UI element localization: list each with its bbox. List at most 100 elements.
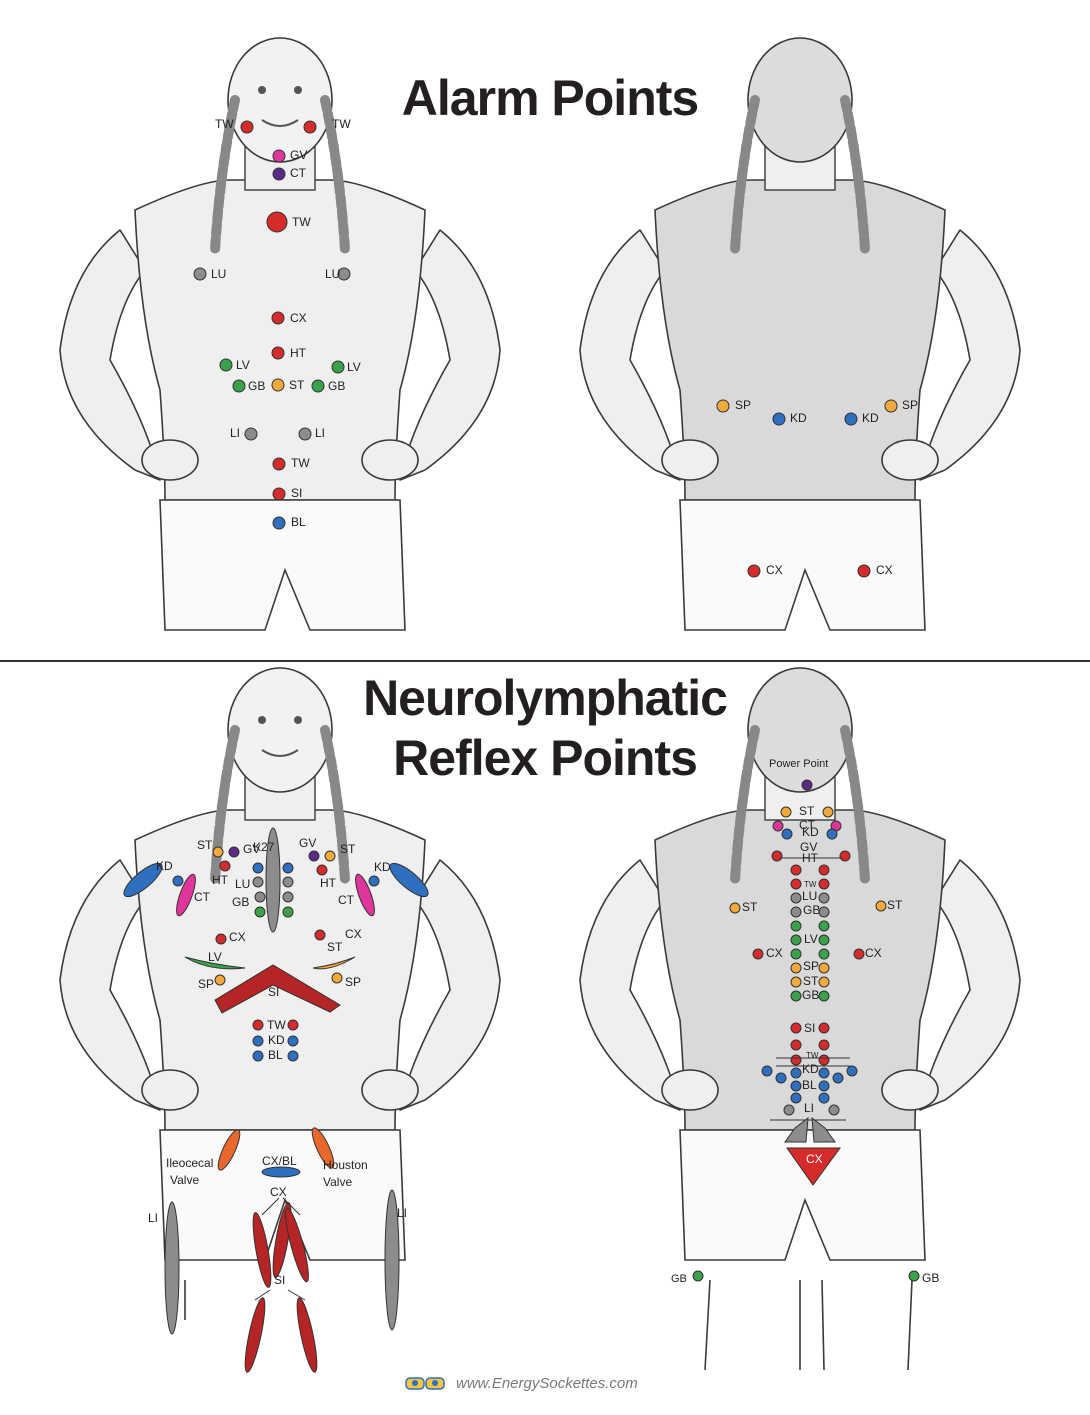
neuro-back-dot-32 xyxy=(790,1054,802,1066)
neuro-front-6-point xyxy=(219,860,231,872)
right-arm xyxy=(919,229,1021,481)
alarm-front-5-label: LU xyxy=(211,267,226,281)
right-braid xyxy=(320,725,350,885)
left-eye xyxy=(258,86,266,94)
neuro-back-dot-38 xyxy=(832,1072,844,1084)
alarm-front-6-label: LU xyxy=(325,267,340,281)
kd-reflex-right xyxy=(389,862,429,898)
alarm-back-5-label: CX xyxy=(876,563,893,577)
neuro-back-dot-25 xyxy=(818,976,830,988)
neuro-front-23-label: CX/BL xyxy=(262,1154,297,1168)
head xyxy=(227,37,333,163)
alarm-front-6-point xyxy=(337,267,351,281)
alarm-front-3-point xyxy=(272,167,286,181)
lv-reflex-shape xyxy=(184,956,246,970)
li-sacral-left xyxy=(784,1116,809,1143)
neuro-front-13-point xyxy=(215,933,227,945)
neuro-front-9-label: LU xyxy=(235,877,250,891)
neuro-front-24-label: Ileocecal xyxy=(166,1156,213,1170)
neuro-front-29-label: SI xyxy=(274,1273,285,1287)
neuro-back-dot-11 xyxy=(790,906,802,918)
alarm-front-4-label: TW xyxy=(292,215,311,229)
neuro-front-19-label: SI xyxy=(268,985,279,999)
neuro-back-14-label: TW xyxy=(806,1051,819,1060)
neuro-back-dot-37 xyxy=(818,1067,830,1079)
alarm-front-18-point xyxy=(272,516,286,530)
neuro-front-dot-10 xyxy=(252,1035,264,1047)
neuro-back-dot-12 xyxy=(790,920,802,932)
neuro-back-dot-34 xyxy=(761,1065,773,1077)
left-hand xyxy=(661,1069,719,1111)
neuro-front-dot-4 xyxy=(254,891,266,903)
neuro-back-dot-20 xyxy=(790,948,802,960)
head xyxy=(227,667,333,793)
right-braid xyxy=(840,95,870,255)
footer-url[interactable]: www.EnergySockettes.com xyxy=(456,1375,638,1392)
neuro-back-23-label: GB xyxy=(671,1273,687,1285)
neuro-front-13-label: CX xyxy=(229,930,246,944)
head xyxy=(747,667,853,793)
neuro-front-dot-5 xyxy=(282,891,294,903)
neuro-back-21-point xyxy=(752,948,764,960)
shorts xyxy=(159,499,406,631)
neuro-front-dot-3 xyxy=(282,876,294,888)
li-sacral-right xyxy=(811,1116,836,1143)
neuro-back-dot-10 xyxy=(790,892,802,904)
neuro-front-7-label: HT xyxy=(320,876,337,890)
neuro-back-9-label: LV xyxy=(804,932,818,946)
neuro-back-dot-15 xyxy=(818,892,830,904)
leg-reflex-0 xyxy=(252,1212,272,1288)
right-eye xyxy=(294,86,302,94)
neuro-front-31-label: LI xyxy=(397,1206,407,1220)
neuro-front-16-label: ST xyxy=(327,940,343,954)
neuro-front-dot-6 xyxy=(254,906,266,918)
neuro-front-21-label: KD xyxy=(268,1033,285,1047)
neuro-front-dot-1 xyxy=(282,862,294,874)
neuro-front-27-label: Valve xyxy=(323,1175,352,1189)
neuro-back-dot-9 xyxy=(790,878,802,890)
neuro-back-4-label: GV xyxy=(800,840,817,854)
shorts xyxy=(679,499,926,631)
neuro-front-26-label: Houston xyxy=(323,1158,368,1172)
neuro-front-1-label: GV xyxy=(243,842,260,856)
neuro-front-30-label: LI xyxy=(148,1211,158,1225)
neuro-back-dot-6 xyxy=(771,850,783,862)
neuro-front-dot-8 xyxy=(252,1019,264,1031)
neuro-back-dot-7 xyxy=(839,850,851,862)
mouth xyxy=(261,749,299,757)
ct-reflex-right xyxy=(355,873,375,917)
alarm-front-14-label: LI xyxy=(230,426,240,440)
alarm-front-18-label: BL xyxy=(291,515,306,529)
neuro-front-15-label: LV xyxy=(208,950,222,964)
neuro-back-dot-29 xyxy=(818,1022,830,1034)
neuro-back-16-label: BL xyxy=(802,1078,817,1092)
alarm-front-12-label: ST xyxy=(289,378,305,392)
neuro-back-dot-2 xyxy=(780,806,792,818)
alarm-front-0-point xyxy=(240,120,254,134)
torso xyxy=(134,179,426,501)
head xyxy=(747,37,853,163)
neuro-back-19-label: ST xyxy=(742,900,758,914)
neuro-back-dot-0 xyxy=(772,820,784,832)
neuro-back-12-label: GB xyxy=(802,988,819,1002)
neuro-back-2-label: ST xyxy=(799,804,815,818)
right-hand xyxy=(881,439,939,481)
alarm-front-10-point xyxy=(331,360,345,374)
alarm-front-17-label: SI xyxy=(291,486,302,500)
neuro-front-11-label: CT xyxy=(194,890,211,904)
neuro-back-1-label: CT xyxy=(799,818,816,832)
shorts xyxy=(679,1129,926,1261)
right-braid xyxy=(840,725,870,885)
neuro-back-11-label: ST xyxy=(803,974,819,988)
neuro-back-dot-43 xyxy=(818,1092,830,1104)
neuro-front-4-point xyxy=(324,850,336,862)
neuro-back-10-label: SP xyxy=(803,959,819,973)
neuro-back-dot-36 xyxy=(790,1067,802,1079)
neuro-back-dot-45 xyxy=(828,1104,840,1116)
neuro-back-dot-19 xyxy=(818,934,830,946)
left-braid xyxy=(730,725,760,885)
neuro-front-dot-13 xyxy=(287,1050,299,1062)
houston-valve-shape xyxy=(311,1127,335,1169)
alarm-front-3-label: CT xyxy=(290,166,307,180)
alarm-front-17-point xyxy=(272,487,286,501)
